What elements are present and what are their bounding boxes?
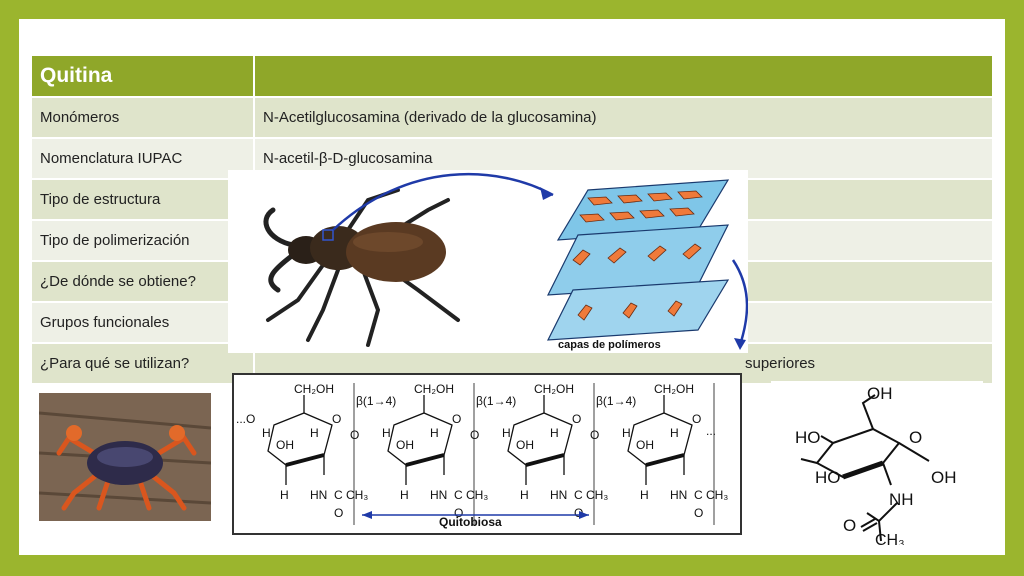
ring-front-bond: [405, 453, 445, 467]
chain-label-c-3: C: [694, 488, 703, 502]
zoom-arrow: [332, 172, 554, 231]
row-label: Grupos funcionales: [32, 302, 255, 344]
chain-label-c-0: C: [334, 488, 343, 502]
chain-caption: Quitobiosa: [439, 515, 502, 529]
glc-oh-top: OH: [867, 384, 893, 403]
slide: Quitina Monómeros N-Acetilglucosamina (d…: [19, 19, 1005, 555]
glc-oh-right: OH: [931, 468, 957, 487]
beetle-layers-figure: capas de polímeros: [228, 170, 748, 353]
bracket-left-arrow: [362, 511, 372, 519]
row-label: Tipo de polimerización: [32, 220, 255, 262]
chain-label-ring-o-3: O: [692, 412, 701, 426]
chain-label-h-a-3: H: [622, 426, 631, 440]
chain-label-carbonyl-o-3: O: [694, 506, 703, 520]
glc-nh: NH: [889, 490, 914, 509]
chain-label-carbonyl-o-0: O: [334, 506, 343, 520]
chain-label-ch3-1: CH₃: [466, 488, 488, 502]
chain-label-ring-o-0: O: [332, 412, 341, 426]
chain-label-c-1: C: [454, 488, 463, 502]
down-arrow: [731, 259, 748, 346]
glucosamine-svg: OH O HO HO OH NH O CH₃: [795, 384, 957, 545]
chain-label-hn-0: HN: [310, 488, 327, 502]
glc-ho-lower: HO: [815, 468, 841, 487]
row-label: Monómeros: [32, 97, 255, 139]
table-header-empty: [254, 56, 994, 98]
table-row: Monómeros N-Acetilglucosamina (derivado …: [32, 97, 994, 139]
glc-ch3: CH₃: [875, 532, 905, 545]
down-arrow-head: [734, 338, 746, 350]
glc-ring-o: O: [909, 428, 922, 447]
chain-label-link-0: β(1→4): [356, 394, 396, 408]
chain-label-oh-1: OH: [396, 438, 414, 452]
chain-label-h-c-0: H: [280, 488, 289, 502]
table-title: Quitina: [32, 56, 255, 98]
bracket-right-arrow: [579, 511, 589, 519]
chain-label-h-c-2: H: [520, 488, 529, 502]
zoom-arrow-head: [540, 187, 553, 200]
chain-label-ch2oh-3: CH₂OH: [654, 382, 694, 396]
chain-label-c-2: C: [574, 488, 583, 502]
beetle-layers-svg: capas de polímeros: [263, 172, 748, 351]
crab-svg: [39, 393, 211, 521]
chain-label-hn-1: HN: [430, 488, 447, 502]
glucosamine-figure: OH O HO HO OH NH O CH₃: [771, 381, 983, 545]
chain-label-h-b-1: H: [430, 426, 439, 440]
chain-label-glycosidic-o-1: O: [470, 428, 479, 442]
crab-photo: [39, 393, 211, 521]
row-label: ¿Para qué se utilizan?: [32, 343, 255, 385]
chain-label-h-a-0: H: [262, 426, 271, 440]
chain-label-ring-o-2: O: [572, 412, 581, 426]
layers-caption: capas de polímeros: [558, 339, 661, 351]
beetle-zoom-marker: [322, 229, 334, 241]
row-value: N-Acetilglucosamina (derivado de la gluc…: [254, 97, 994, 139]
chain-label-glycosidic-o-2: O: [590, 428, 599, 442]
chain-label-link-1: β(1→4): [476, 394, 516, 408]
chain-label-oh-2: OH: [516, 438, 534, 452]
chain-label-h-b-0: H: [310, 426, 319, 440]
chain-label-h-b-2: H: [550, 426, 559, 440]
row-label: Tipo de estructura: [32, 179, 255, 221]
glc-ho-upper: HO: [795, 428, 821, 447]
chain-label-oh-3: OH: [636, 438, 654, 452]
chain-label-glycosidic-o-0: O: [350, 428, 359, 442]
chain-label-carbonyl-o-1: O: [454, 506, 463, 520]
chain-label-ch2oh-2: CH₂OH: [534, 382, 574, 396]
beetle-abdomen: [346, 222, 446, 282]
beetle-shine: [353, 232, 423, 252]
chain-label-h-c-1: H: [400, 488, 409, 502]
glc-carbonyl-o: O: [843, 516, 856, 535]
row-value-text: superiores: [745, 355, 816, 372]
chain-start-label: ...O: [236, 412, 255, 426]
chain-label-oh-0: OH: [276, 438, 294, 452]
chain-end-label: ...: [706, 424, 716, 438]
chain-label-link-2: β(1→4): [596, 394, 636, 408]
chain-label-h-c-3: H: [640, 488, 649, 502]
table-header-row: Quitina: [32, 56, 994, 98]
chain-label-hn-3: HN: [670, 488, 687, 502]
chain-label-hn-2: HN: [550, 488, 567, 502]
chain-label-h-a-1: H: [382, 426, 391, 440]
chain-label-h-b-3: H: [670, 426, 679, 440]
polymer-layers: [546, 179, 730, 341]
ring-front-bond: [645, 453, 685, 467]
chain-label-h-a-2: H: [502, 426, 511, 440]
row-label: Nomenclatura IUPAC: [32, 138, 255, 180]
chain-label-ch2oh-1: CH₂OH: [414, 382, 454, 396]
ring-front-bond: [285, 453, 325, 467]
chain-label-ch3-2: CH₃: [586, 488, 608, 502]
ring-front-bond: [525, 453, 565, 467]
chain-label-ch3-0: CH₃: [346, 488, 368, 502]
row-label: ¿De dónde se obtiene?: [32, 261, 255, 303]
chain-label-ch3-3: CH₃: [706, 488, 728, 502]
beetle-mandibles: [263, 207, 296, 293]
chain-label-carbonyl-o-2: O: [574, 506, 583, 520]
chain-label-ring-o-1: O: [452, 412, 461, 426]
chain-label-ch2oh-0: CH₂OH: [294, 382, 334, 396]
